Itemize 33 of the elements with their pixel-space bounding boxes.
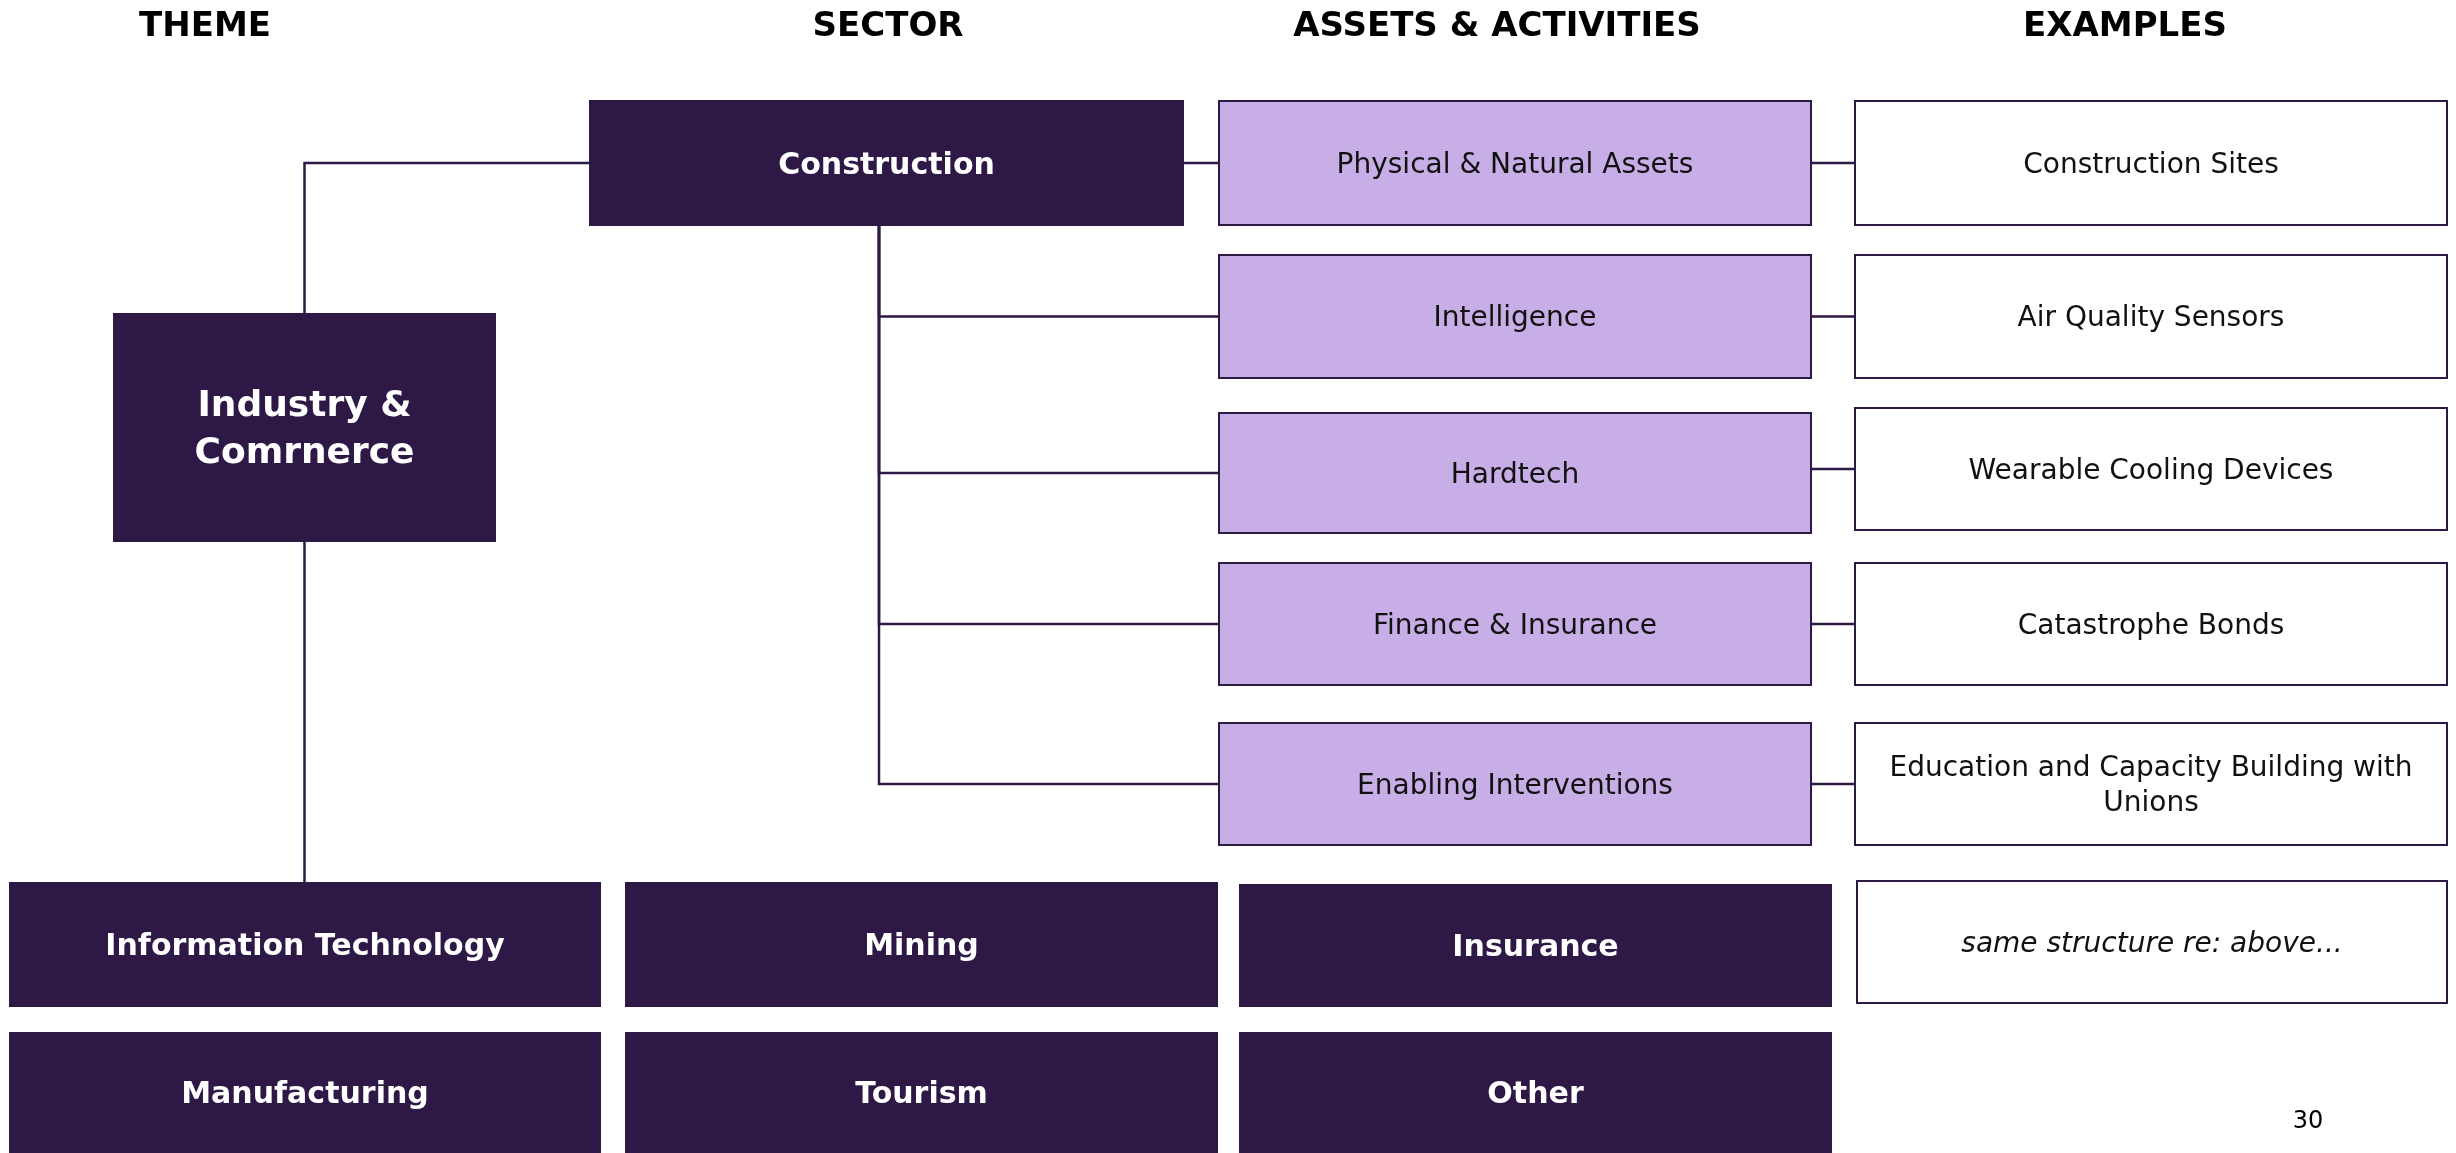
activity-box: Hardtech	[1218, 412, 1812, 534]
sector-box: Tourism	[625, 1032, 1218, 1153]
sector-box: Information Technology	[9, 882, 601, 1007]
activity-box: Physical & Natural Assets	[1218, 100, 1812, 226]
column-header: EXAMPLES	[2023, 4, 2227, 44]
sector-box: Manufacturing	[9, 1032, 601, 1153]
connector-line	[1812, 782, 1854, 786]
sector-box: Construction	[589, 100, 1184, 226]
sector-box: Insurance	[1239, 884, 1832, 1007]
sector-box: Other	[1239, 1032, 1832, 1153]
sector-box: Mining	[625, 882, 1218, 1007]
connector-line	[1812, 467, 1854, 471]
connector-line	[1812, 622, 1854, 626]
note-box: same structure re: above...	[1856, 880, 2448, 1004]
example-box: Air Quality Sensors	[1854, 254, 2448, 379]
activity-box: Finance & Insurance	[1218, 562, 1812, 686]
connector-line	[1184, 161, 1218, 165]
column-header: ASSETS & ACTIVITIES	[1293, 4, 1701, 44]
theme-box: Industry & Comrnerce	[113, 313, 496, 542]
example-box: Construction Sites	[1854, 100, 2448, 226]
connector-line	[1812, 161, 1854, 165]
connector-line	[1812, 315, 1854, 318]
connector-line	[303, 161, 589, 313]
example-box: Catastrophe Bonds	[1854, 562, 2448, 686]
page-number: 30	[2292, 1106, 2324, 1134]
column-header: THEME	[139, 4, 271, 44]
connector-line	[303, 542, 306, 882]
connector-line	[877, 226, 1218, 786]
example-box: Wearable Cooling Devices	[1854, 407, 2448, 531]
activity-box: Intelligence	[1218, 254, 1812, 379]
column-header: SECTOR	[812, 4, 964, 44]
activity-box: Enabling Interventions	[1218, 722, 1812, 846]
example-box: Education and Capacity Building with Unions	[1854, 722, 2448, 846]
